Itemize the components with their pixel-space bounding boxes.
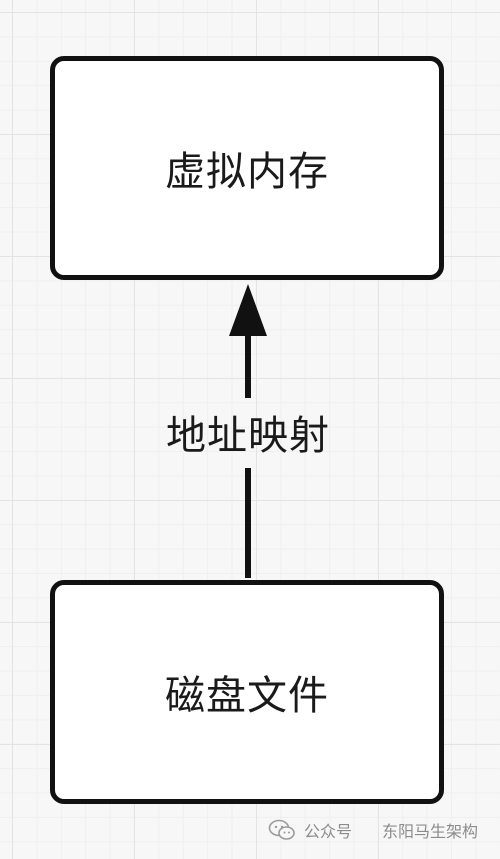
watermark-source: 公众号	[303, 822, 352, 841]
node-virtual-memory: 虚拟内存	[50, 56, 444, 280]
watermark: 公众号 东阳马生架构	[268, 814, 478, 846]
node-label-virtual-memory: 虚拟内存	[165, 149, 329, 195]
arrowhead-icon	[229, 284, 267, 336]
node-disk-file: 磁盘文件	[50, 580, 444, 804]
edge-label-address-mapping: 地址映射	[166, 413, 330, 459]
wechat-icon	[268, 819, 296, 841]
node-label-disk-file: 磁盘文件	[165, 673, 329, 719]
watermark-author: 东阳马生架构	[381, 822, 478, 841]
